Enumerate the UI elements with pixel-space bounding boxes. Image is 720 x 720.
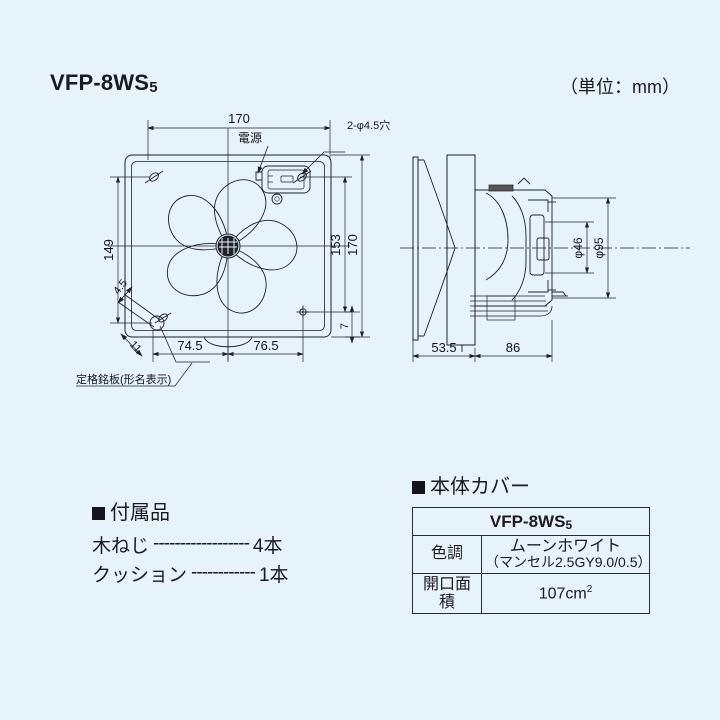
dim-dia-outer-text: φ95 <box>592 237 606 258</box>
dim-dia-outer <box>552 197 616 299</box>
accessory-qty: 4本 <box>252 536 283 558</box>
dim-bottom-right-text: 76.5 <box>253 338 278 353</box>
label-holes: 2-φ4.5穴 <box>347 118 390 132</box>
cover-row-value: 107cm2 <box>481 572 650 615</box>
table-row: VFP-8WS5 <box>412 506 650 537</box>
dim-bottom-offset-text: 7 <box>339 323 351 329</box>
dim-left-height <box>110 176 152 324</box>
accessory-dots: ------------ <box>191 562 256 584</box>
accessories-block: 付属品 木ねじ ------------------ 4本 クッション ----… <box>92 498 289 591</box>
dim-plate-45: 4.5 <box>111 277 130 296</box>
dim-bottom-offset <box>345 305 360 344</box>
dim-right-outer-text: 170 <box>345 234 360 256</box>
fan-blades <box>167 179 298 314</box>
accessory-name: クッション <box>92 565 188 587</box>
cover-row-label: 開口面積 <box>412 572 482 615</box>
power-switch-assembly <box>255 165 311 205</box>
cover-row-value: ムーンホワイト （マンセル2.5GY9.0/0.5） <box>481 535 652 574</box>
side-bottom-louvers <box>470 295 553 321</box>
cover-color-mansell: （マンセル2.5GY9.0/0.5） <box>485 553 652 570</box>
table-row: 色調 ムーンホワイト （マンセル2.5GY9.0/0.5） <box>412 535 652 574</box>
accessory-name: 木ねじ <box>92 536 150 558</box>
cover-block: 本体カバー VFP-8WS5 色調 ムーンホワイト （マンセル2.5GY9.0/… <box>412 470 652 615</box>
cover-table-model-header: VFP-8WS5 <box>412 506 650 537</box>
square-bullet-icon <box>92 507 105 520</box>
accessory-row: クッション ------------ 1本 <box>92 562 289 591</box>
cover-row-label: 色調 <box>412 535 482 574</box>
table-row: 開口面積 107cm2 <box>412 572 650 615</box>
cover-heading-text: 本体カバー <box>430 476 530 498</box>
cover-area-superscript: 2 <box>586 583 593 595</box>
cover-heading: 本体カバー <box>412 470 650 499</box>
accessory-dots: ------------------ <box>153 533 250 555</box>
accessory-row: 木ねじ ------------------ 4本 <box>92 533 289 562</box>
dim-bottom-row <box>152 318 304 362</box>
cover-area-value: 107cm <box>538 585 587 603</box>
dim-top-width <box>147 120 331 160</box>
side-view-group: φ46 φ95 53.5 86 <box>400 154 690 362</box>
side-flange-block <box>446 154 476 346</box>
cover-color-name: ムーンホワイト <box>509 538 622 556</box>
unit-note: （単位：mm） <box>560 77 680 97</box>
page-title: VFP-8WS5 <box>50 70 158 96</box>
front-view-group: 電源 <box>76 111 390 387</box>
cover-table: VFP-8WS5 色調 ムーンホワイト （マンセル2.5GY9.0/0.5） 開… <box>412 506 652 615</box>
side-top-mount <box>488 177 531 192</box>
rating-plate-detail <box>117 293 172 331</box>
dim-right-inner <box>300 176 352 313</box>
dim-dia-inner <box>545 221 594 274</box>
dim-top-width-text: 170 <box>228 111 250 126</box>
dim-depth-row <box>412 320 553 362</box>
square-bullet-icon <box>412 481 425 494</box>
accessories-heading: 付属品 <box>92 498 289 528</box>
page-title-text: VFP-8WS <box>50 70 150 95</box>
page-title-subscript: 5 <box>149 79 158 96</box>
accessory-qty: 1本 <box>258 565 289 587</box>
accessories-heading-text: 付属品 <box>110 502 170 524</box>
dim-right-inner-text: 153 <box>328 234 343 256</box>
cover-model-text: VFP-8WS <box>489 512 566 531</box>
dim-depth-rear-text: 86 <box>506 340 520 355</box>
label-rating-plate: 定格銘板(形名表示) <box>76 372 171 386</box>
dim-plate-11: 11 <box>127 339 144 356</box>
label-power: 電源 <box>238 131 262 145</box>
cover-model-subscript: 5 <box>565 518 573 532</box>
dim-depth-front-text: 53.5 <box>431 340 456 355</box>
dim-left-height-text: 149 <box>101 239 116 261</box>
dim-dia-inner-text: φ46 <box>571 237 585 258</box>
dim-bottom-left-text: 74.5 <box>177 338 202 353</box>
side-front-plate <box>412 156 419 341</box>
